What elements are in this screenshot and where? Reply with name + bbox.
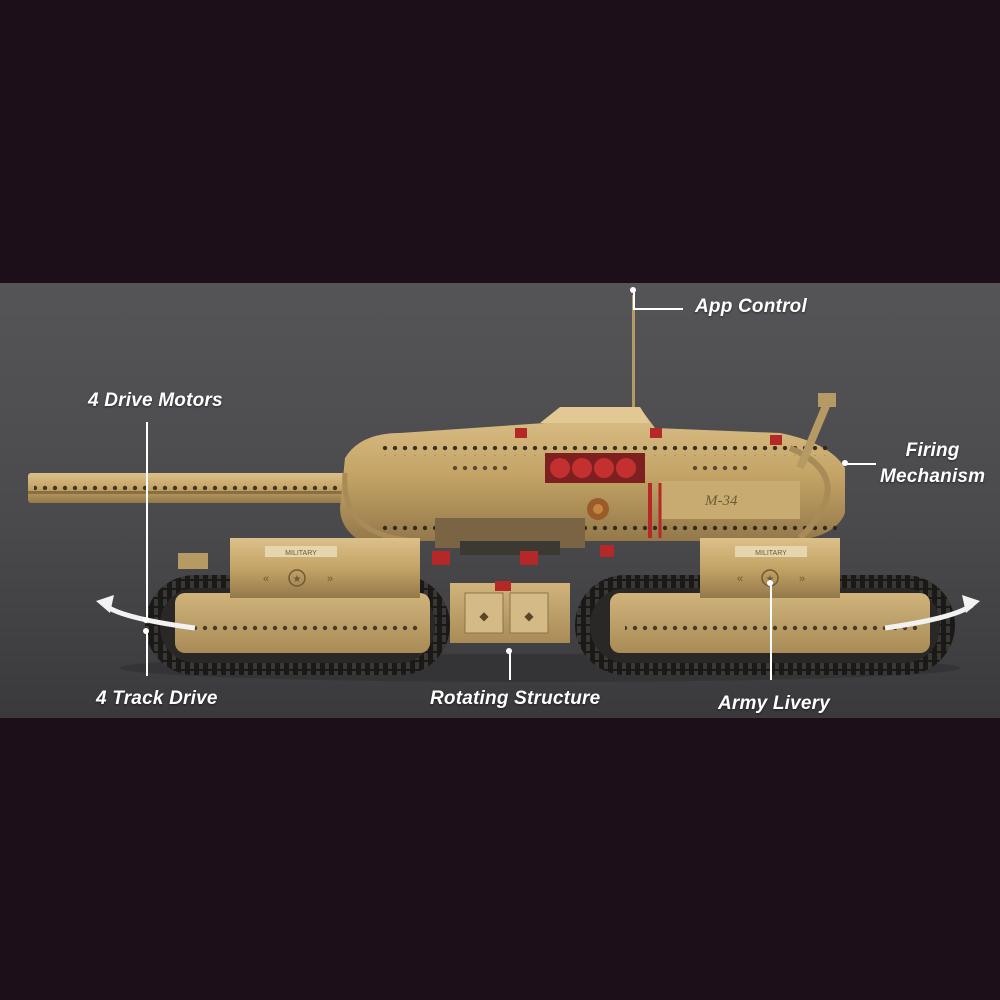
app-control-leader bbox=[633, 291, 635, 309]
tank-model-illustration: M-34 ◆ ◆ MILITARY ★ « » bbox=[28, 295, 980, 682]
firing-mechanism-line2: Mechanism bbox=[880, 466, 986, 487]
label-army-livery: Army Livery bbox=[718, 693, 831, 714]
drive-motors-dot bbox=[143, 617, 149, 623]
label-drive-motors: 4 Drive Motors bbox=[88, 390, 223, 411]
product-photo: M-34 ◆ ◆ MILITARY ★ « » bbox=[0, 283, 1000, 718]
track-drive-dot bbox=[143, 628, 149, 634]
svg-text:◆: ◆ bbox=[479, 609, 489, 623]
firing-mechanism-leader bbox=[846, 463, 876, 465]
svg-text:★: ★ bbox=[766, 574, 775, 585]
svg-text:«: « bbox=[263, 573, 269, 585]
plate-left-text: MILITARY bbox=[285, 550, 317, 557]
firing-mechanism-line1: Firing bbox=[905, 440, 960, 461]
drive-motors-leader bbox=[146, 422, 148, 620]
hull-code-text: M-34 bbox=[704, 493, 738, 509]
rotating-structure-leader bbox=[509, 652, 511, 680]
svg-text:«: « bbox=[737, 573, 743, 585]
app-control-leader-h bbox=[633, 308, 683, 310]
firing-mechanism-dot bbox=[842, 460, 848, 466]
label-app-control: App Control bbox=[695, 296, 807, 317]
track-drive-leader bbox=[146, 632, 148, 676]
label-firing-mechanism: Firing Mechanism bbox=[880, 438, 985, 490]
app-control-dot bbox=[630, 287, 636, 293]
army-livery-dot bbox=[767, 580, 773, 586]
rotating-structure-dot bbox=[506, 648, 512, 654]
plate-right-text: MILITARY bbox=[755, 550, 787, 557]
army-livery-leader bbox=[770, 584, 772, 680]
svg-text:»: » bbox=[799, 573, 805, 585]
svg-text:★: ★ bbox=[293, 574, 302, 585]
svg-text:◆: ◆ bbox=[524, 609, 534, 623]
label-track-drive: 4 Track Drive bbox=[96, 688, 218, 709]
label-rotating-structure: Rotating Structure bbox=[430, 688, 601, 709]
svg-text:»: » bbox=[327, 573, 333, 585]
